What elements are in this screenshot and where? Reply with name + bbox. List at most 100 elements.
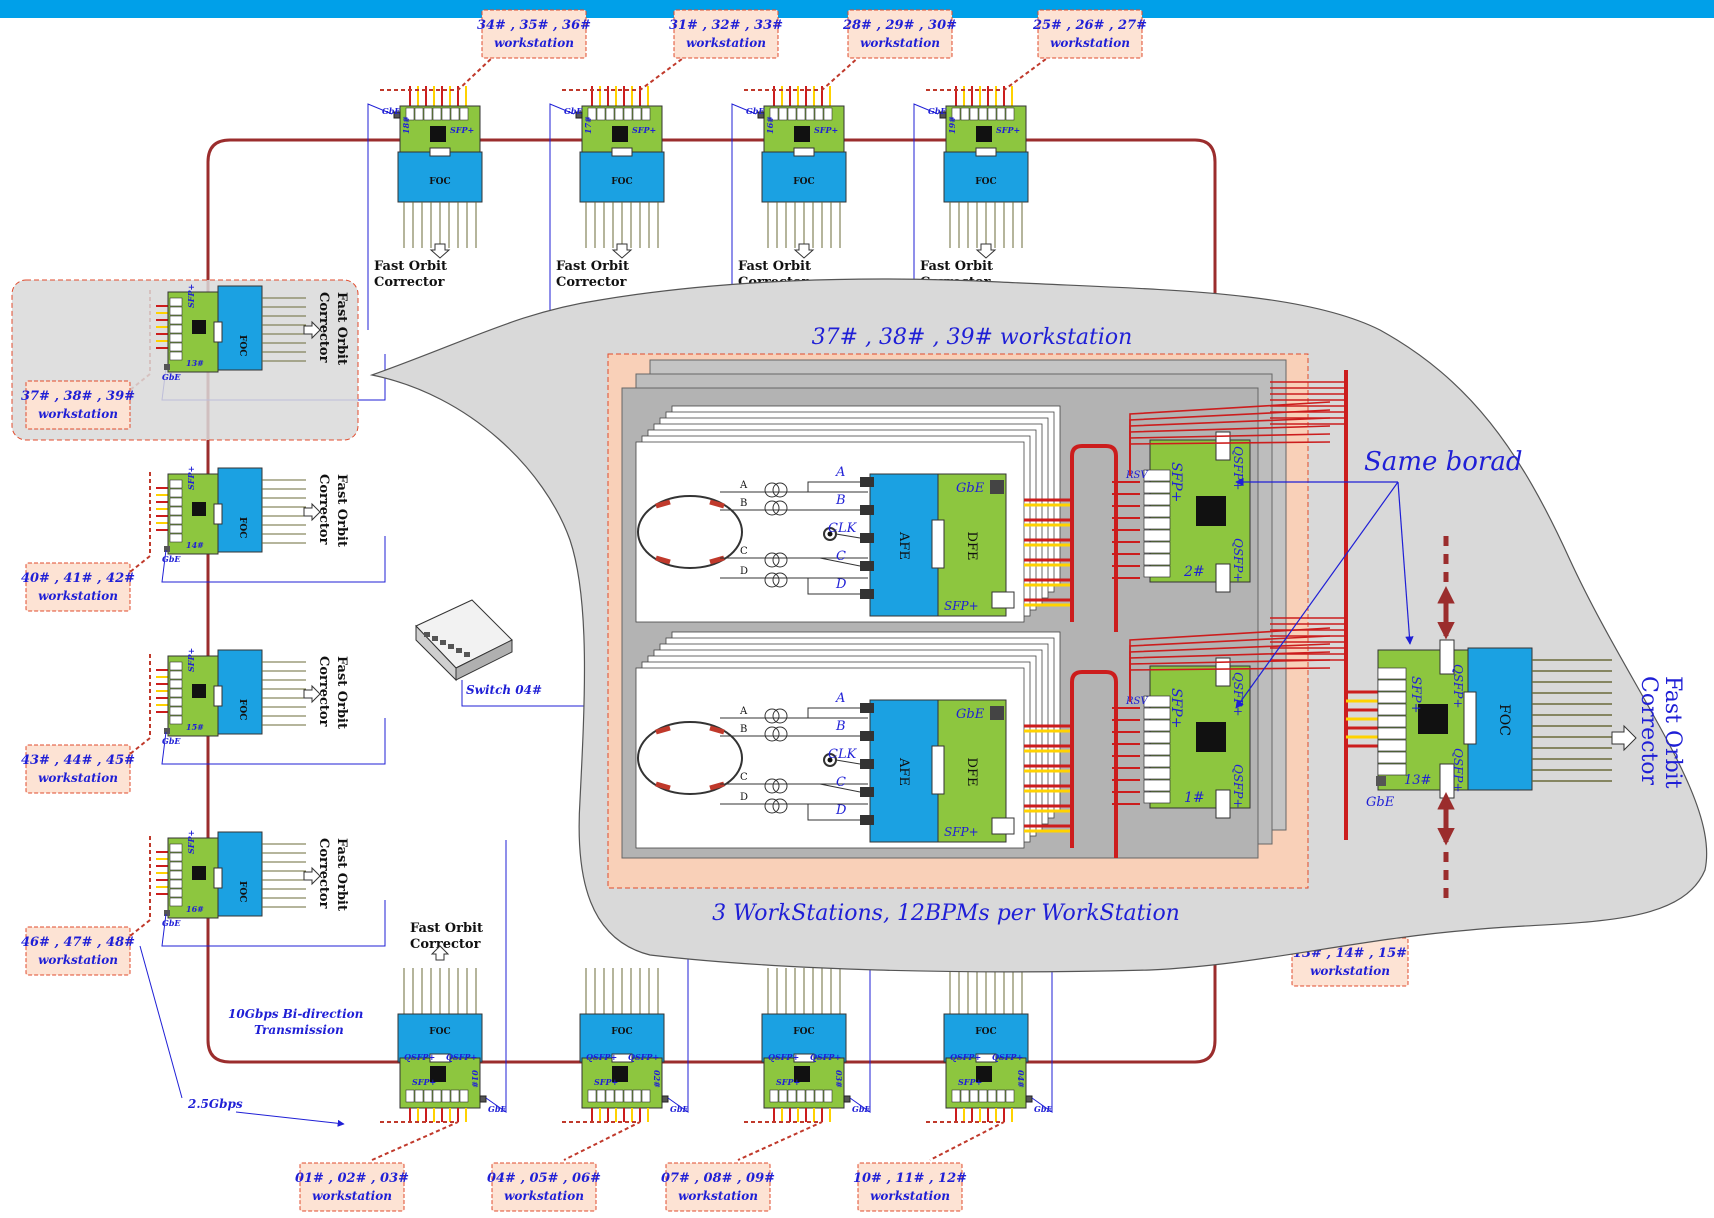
sfp-port	[170, 316, 182, 324]
workstation-numbers: 37# , 38# , 39#	[21, 389, 135, 404]
foc-label-line1: Fast Orbit	[334, 838, 349, 911]
foc-label-line2: Corrector	[556, 275, 627, 290]
workstation-numbers: 25# , 26# , 27#	[1032, 18, 1147, 33]
workstation-label: 34# , 35# , 36#workstation	[477, 10, 591, 58]
sfp-port	[170, 343, 182, 351]
workstation-numbers: 46# , 47# , 48#	[21, 935, 135, 950]
channel-connector	[860, 505, 874, 515]
sfp-port	[415, 108, 423, 120]
sfp-port	[788, 1090, 796, 1102]
foc-text: FOC	[611, 1027, 632, 1037]
switch-port	[456, 648, 462, 653]
sfp-port	[170, 307, 182, 315]
gbe-port	[164, 728, 170, 734]
sfp-label: SFP+	[186, 284, 196, 308]
sfp-port	[170, 507, 182, 515]
sfp-port	[1144, 470, 1170, 481]
sfp-port	[1378, 692, 1406, 703]
sfp-port	[1144, 566, 1170, 577]
foc-label-line1: Fast Orbit	[920, 259, 993, 274]
qsfp-label: QSFP+	[1451, 664, 1465, 709]
fpga-chip	[612, 126, 628, 142]
sfp-port	[170, 680, 182, 688]
foc-connector	[976, 148, 996, 156]
beam-chamber	[638, 496, 742, 568]
sfp-port	[979, 1090, 987, 1102]
workstation-word: workstation	[1310, 964, 1390, 978]
foc-label-line1: Fast Orbit	[334, 292, 349, 365]
wire-label: D	[740, 566, 748, 577]
channel-connector	[860, 787, 874, 797]
board-id: 04#	[1016, 1070, 1026, 1088]
sfp-port	[1144, 768, 1170, 779]
label-leader	[380, 56, 494, 90]
foc-label-line1: Fast Orbit	[410, 921, 483, 936]
qsfp-label: QSFP+	[1231, 672, 1245, 717]
workstation-numbers: 01# , 02# , 03#	[295, 1171, 409, 1186]
wire-label: B	[740, 498, 747, 509]
sfp-port	[170, 334, 182, 342]
switch-port	[432, 636, 438, 641]
gbe-port	[480, 1096, 486, 1102]
sfp-port	[415, 1090, 423, 1102]
foc-text: FOC	[429, 1027, 450, 1037]
sfp-port	[460, 1090, 468, 1102]
foc-text: FOC	[237, 881, 247, 902]
sfp-port	[588, 1090, 596, 1102]
fpga-chip	[1196, 496, 1226, 526]
bpm-module-bottom: FOCQSFP+QSFP+SFP+01#GbE	[398, 968, 507, 1122]
foc-text: FOC	[611, 177, 632, 187]
label-leader	[744, 56, 860, 90]
workstation-word: workstation	[38, 771, 118, 785]
gbe-label: GbE	[1366, 795, 1395, 810]
wire-label: C	[740, 772, 748, 783]
foc-text: FOC	[793, 1027, 814, 1037]
down-arrow	[431, 244, 449, 258]
sfp-port	[970, 108, 978, 120]
channel-connector	[860, 589, 874, 599]
board-id: 14#	[186, 540, 204, 550]
board-id: 13#	[1404, 773, 1431, 788]
gbe-label: GbE	[956, 481, 985, 496]
copper-leader	[140, 946, 182, 1098]
sfp-port	[997, 108, 1005, 120]
foc-connector	[214, 504, 222, 524]
qsfp-label: QSFP+	[1231, 446, 1245, 491]
sfp-port	[170, 862, 182, 870]
sfp-port	[433, 1090, 441, 1102]
sfp-port	[170, 716, 182, 724]
board-id: 16#	[186, 904, 204, 914]
sfp-port	[1006, 1090, 1014, 1102]
foc-text: FOC	[975, 1027, 996, 1037]
link-labels: 10Gbps Bi-directionTransmission2.5Gbps	[187, 1007, 363, 1111]
sfp-port	[451, 1090, 459, 1102]
workstation-label: 07# , 08# , 09#workstation	[661, 1163, 775, 1211]
sfp-port	[997, 1090, 1005, 1102]
beam-chamber	[638, 722, 742, 794]
workstation-label: 31# , 32# , 33#workstation	[669, 10, 783, 58]
bpm-module-left: GbE16#SFP+FOCFast OrbitCorrector	[156, 830, 349, 928]
sfp-port	[824, 108, 832, 120]
sfp-port	[170, 889, 182, 897]
wire-label: D	[740, 792, 748, 803]
sfp-label: SFP+	[1168, 688, 1184, 728]
qsfp-port	[1216, 564, 1230, 592]
sfp-port	[797, 1090, 805, 1102]
sfp-port	[424, 1090, 432, 1102]
gbe-port	[1376, 776, 1386, 786]
workstation-label: 46# , 47# , 48#workstation	[21, 927, 135, 975]
sfp-port	[170, 480, 182, 488]
sfp-port	[424, 108, 432, 120]
sfp-port	[1144, 732, 1170, 743]
sfp-port	[788, 108, 796, 120]
foc-label-line2: Corrector	[374, 275, 445, 290]
foc-label-line2: Corrector	[316, 838, 331, 909]
foc-block	[218, 650, 262, 734]
board-id: 18#	[401, 116, 411, 134]
zoom-title: 37# , 38# , 39# workstation	[812, 325, 1133, 350]
foc-label-line1: Fast Orbit	[334, 656, 349, 729]
board-id: 01#	[470, 1070, 480, 1088]
dfe-label: DFE	[964, 532, 979, 561]
workstation-label: 43# , 44# , 45#workstation	[21, 745, 135, 793]
